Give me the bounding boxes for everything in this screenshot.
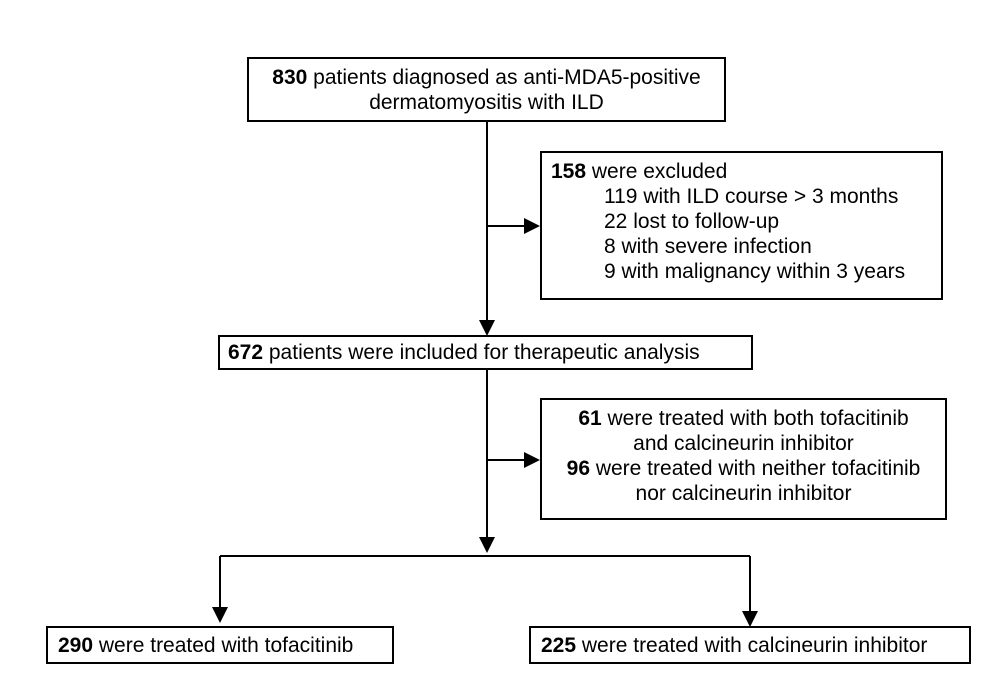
excluded-reason: 9 with malignancy within 3 years bbox=[604, 260, 906, 283]
box-excluded: 158 were excluded 119 with ILD course > … bbox=[540, 151, 943, 300]
diagnosed-text-1: patients diagnosed as anti-MDA5-positive bbox=[307, 66, 701, 89]
excluded-reason: 22 lost to follow-up bbox=[604, 210, 780, 233]
tofacitinib-count: 290 bbox=[58, 634, 94, 657]
excluded-reason: 8 with severe infection bbox=[604, 235, 812, 258]
excluded-header: were excluded bbox=[586, 160, 728, 183]
calcineurin-text: were treated with calcineurin inhibitor bbox=[576, 634, 928, 657]
box-included: 672 patients were included for therapeut… bbox=[218, 335, 753, 370]
neither-text-1: were treated with neither tofacitinib bbox=[590, 457, 921, 480]
neither-text-2: nor calcineurin inhibitor bbox=[635, 482, 852, 505]
box-diagnosed: 830 patients diagnosed as anti-MDA5-posi… bbox=[247, 57, 726, 122]
included-count: 672 bbox=[228, 341, 264, 364]
both-count: 61 bbox=[578, 407, 602, 430]
both-text-1: were treated with both tofacitinib bbox=[601, 407, 909, 430]
tofacitinib-text: were treated with tofacitinib bbox=[93, 634, 354, 657]
box-combination-excluded: 61 were treated with both tofacitinib an… bbox=[540, 398, 947, 520]
diagnosed-count: 830 bbox=[272, 66, 308, 89]
box-tofacitinib: 290 were treated with tofacitinib bbox=[46, 626, 394, 664]
excluded-count: 158 bbox=[551, 160, 587, 183]
neither-count: 96 bbox=[566, 457, 590, 480]
calcineurin-count: 225 bbox=[541, 634, 577, 657]
diagnosed-text-2: dermatomyositis with ILD bbox=[369, 91, 604, 114]
box-calcineurin: 225 were treated with calcineurin inhibi… bbox=[529, 626, 971, 664]
excluded-reason: 119 with ILD course > 3 months bbox=[604, 185, 899, 208]
both-text-2: and calcineurin inhibitor bbox=[633, 432, 854, 455]
included-text: patients were included for therapeutic a… bbox=[263, 341, 700, 364]
